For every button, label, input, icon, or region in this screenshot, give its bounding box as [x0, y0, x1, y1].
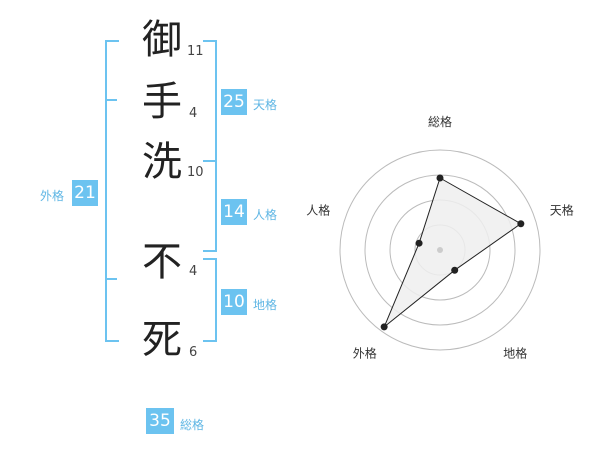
kanji-4: 不: [142, 239, 182, 285]
radar-axis-label: 天格: [550, 202, 574, 217]
chikaku-label: 地格: [253, 298, 278, 312]
chikaku-bracket: [203, 258, 217, 342]
radar-axis-label: 外格: [353, 346, 377, 361]
tenkaku-label: 天格: [253, 98, 278, 112]
gaikaku-bracket: [105, 40, 119, 342]
gaikaku-bracket-tick-2: [105, 278, 117, 280]
radar-center-dot: [437, 247, 443, 253]
radar-point: [380, 323, 388, 331]
kanji-3: 洗: [142, 139, 182, 185]
stroke-count-2: 4: [189, 106, 198, 121]
tenkaku-badge: 25: [221, 89, 247, 115]
radar-point: [451, 266, 459, 274]
gaikaku-label: 外格: [40, 189, 65, 203]
stroke-count-5: 6: [189, 345, 198, 360]
radar-ring: [339, 149, 541, 351]
radar-points: [380, 174, 525, 331]
radar-point: [517, 220, 525, 228]
gaikaku-bracket-tick: [105, 99, 117, 101]
gaikaku-badge: 21: [72, 180, 98, 206]
jinkaku-label: 人格: [253, 208, 278, 222]
soukaku-label: 総格: [180, 418, 205, 432]
radar-axis-label: 総格: [428, 114, 452, 129]
jinkaku-bracket: [203, 160, 217, 252]
stroke-count-1: 11: [187, 44, 204, 59]
radar-point: [415, 239, 423, 247]
radar-axis-label: 人格: [306, 202, 330, 217]
kanji-5: 死: [142, 317, 182, 363]
kanji-1: 御: [142, 17, 182, 63]
stroke-count-4: 4: [189, 264, 198, 279]
radar-point: [436, 174, 444, 182]
chikaku-badge: 10: [221, 289, 247, 315]
radar-axis-label: 地格: [503, 346, 527, 361]
kanji-2: 手: [142, 79, 182, 125]
radar-polygon: [383, 177, 522, 328]
jinkaku-badge: 14: [221, 199, 247, 225]
soukaku-badge: 35: [146, 408, 174, 434]
stroke-count-3: 10: [187, 165, 204, 180]
